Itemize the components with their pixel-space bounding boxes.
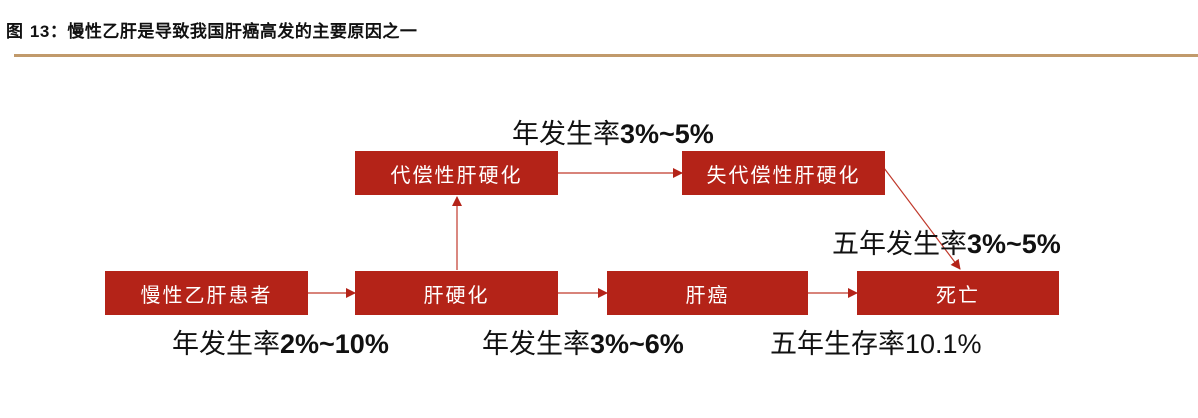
label-compensated-to-decompensated: 年发生率3%~5% [512, 112, 714, 151]
node-label: 代偿性肝硬化 [390, 162, 523, 187]
node-decompensated-cirrhosis: 失代偿性肝硬化 [682, 151, 885, 195]
node-chronic-hbv: 慢性乙肝患者 [105, 271, 308, 315]
label-cancer-to-death: 五年生存率10.1% [770, 322, 982, 361]
label-value: 3%~6% [590, 329, 684, 359]
label-value: 3%~5% [967, 229, 1061, 259]
label-decompensated-to-death: 五年发生率3%~5% [832, 222, 1061, 261]
node-label: 死亡 [936, 282, 980, 307]
node-liver-cancer: 肝癌 [607, 271, 808, 315]
node-death: 死亡 [857, 271, 1059, 315]
title-divider [14, 54, 1198, 57]
label-prefix: 五年发生率 [832, 229, 967, 260]
figure-title: 图 13：慢性乙肝是导致我国肝癌高发的主要原因之一 [6, 17, 417, 42]
label-value: 3%~5% [620, 119, 714, 149]
label-prefix: 年发生率 [172, 329, 280, 360]
arrow-decompensated-to-death [883, 167, 961, 270]
node-label: 慢性乙肝患者 [140, 282, 273, 307]
label-value: 2%~10% [280, 329, 389, 359]
figure-number: 13 [29, 22, 50, 41]
node-compensated-cirrhosis: 代偿性肝硬化 [355, 151, 558, 195]
label-cirrhosis-to-cancer: 年发生率3%~6% [482, 322, 684, 361]
node-label: 肝硬化 [423, 282, 490, 307]
node-label: 肝癌 [685, 282, 730, 307]
node-cirrhosis: 肝硬化 [355, 271, 558, 315]
label-hbv-to-cirrhosis: 年发生率2%~10% [172, 322, 389, 361]
node-label: 失代偿性肝硬化 [706, 162, 861, 187]
label-prefix: 五年生存率 [770, 329, 905, 360]
label-value: 10.1% [905, 329, 982, 359]
label-prefix: 年发生率 [482, 329, 590, 360]
figure-title-text: ：慢性乙肝是导致我国肝癌高发的主要原因之一 [49, 22, 418, 42]
figure-prefix: 图 [6, 22, 30, 42]
label-prefix: 年发生率 [512, 119, 620, 150]
